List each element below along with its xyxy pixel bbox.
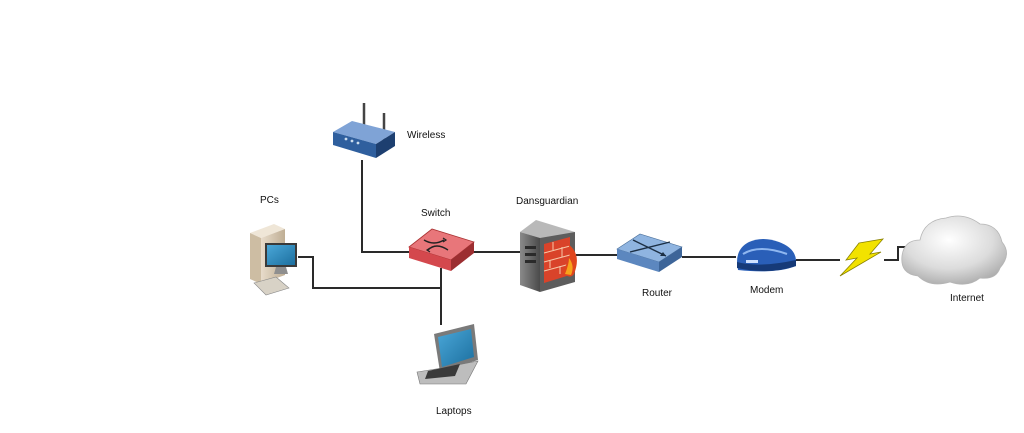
router-icon (616, 233, 683, 272)
router-label: Router (642, 288, 673, 299)
connection-lines (298, 160, 908, 325)
internet-label: Internet (950, 293, 984, 304)
cloud-icon (901, 215, 1007, 285)
modem-label: Modem (750, 285, 784, 296)
wireless-label: Wireless (407, 130, 446, 141)
laptop-icon (416, 324, 479, 385)
desktop-pc-icon (250, 224, 297, 296)
dansguardian-label: Dansguardian (516, 196, 579, 207)
link-pcs-switch (298, 256, 442, 289)
laptops-label: Laptops (436, 406, 472, 417)
firewall-server-icon (520, 220, 577, 292)
network-switch-icon (408, 228, 475, 271)
lightning-bolt-icon (839, 238, 885, 277)
wireless-router-icon (333, 103, 395, 158)
modem-icon (737, 239, 796, 272)
link-wireless-switch (361, 160, 412, 253)
pcs-label: PCs (260, 195, 279, 206)
link-lightning-internet (884, 246, 908, 261)
switch-label: Switch (421, 208, 451, 219)
